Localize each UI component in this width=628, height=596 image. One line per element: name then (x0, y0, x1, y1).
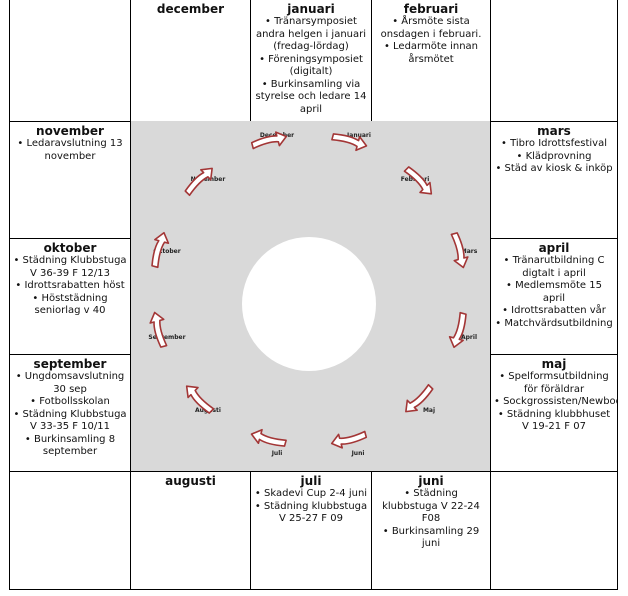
grid-line-h4 (9, 471, 618, 472)
month-title: juli (300, 474, 322, 488)
wheel-month-label: Mars (461, 248, 478, 255)
month-title: april (538, 241, 570, 255)
list-item: Ledarmöte innan årsmötet (375, 41, 487, 66)
cycle-arrow (250, 428, 287, 447)
list-item: Idrottsrabatten vår (494, 305, 614, 318)
month-title: september (33, 357, 107, 371)
list-item: Medlemsmöte 15 april (494, 280, 614, 305)
month-title: juni (418, 474, 444, 488)
cell-september: september Ungdomsavslutning 30 sep Fotbo… (10, 355, 130, 471)
grid-line-v3b (250, 471, 251, 590)
cell-juni: juni Städning klubbstuga V 22-24 F08 Bur… (372, 472, 490, 589)
list-item: Höststädning seniorlag v 40 (13, 293, 127, 318)
wheel-month-label: Juli (271, 450, 283, 457)
list-item: Ungdomsavslutning 30 sep (13, 371, 127, 396)
grid-line-v6 (617, 0, 618, 590)
cell-november: november Ledaravslutning 13 november (10, 122, 130, 238)
cycle-arrow (149, 311, 168, 348)
list-item: Städning klubbhuset V 19-21 F 07 (494, 409, 614, 434)
cycle-arrow (331, 133, 368, 152)
year-wheel: JanuariFebruariMarsAprilMajJuniJuliAugus… (148, 131, 478, 457)
wheel-month-label: April (461, 334, 477, 341)
grid-line-h3b (490, 354, 618, 355)
list-item: Matchvärdsutbildning (494, 318, 614, 331)
cell-augusti: augusti (131, 472, 250, 589)
grid-line-v4 (371, 0, 372, 121)
cell-oktober: oktober Städning Klubbstuga V 36-39 F 12… (10, 239, 130, 354)
wheel-month-label: Januari (346, 132, 371, 139)
month-title: mars (537, 124, 571, 138)
grid-line-v4b (371, 471, 372, 590)
list-item: Burkinsamling 29 juni (375, 526, 487, 551)
list-item: Föreningsymposiet (digitalt) (254, 54, 368, 79)
month-title: november (36, 124, 104, 138)
grid-line-v2 (130, 0, 131, 590)
list-item: Städning Klubbstuga V 33-35 F 10/11 (13, 409, 127, 434)
list-item: Tränarsymposiet andra helgen i januari (… (254, 16, 368, 54)
cell-mars: mars Tibro Idrottsfestival Klädprovning … (491, 122, 617, 238)
cycle-arrow (450, 232, 469, 269)
month-title: oktober (43, 241, 97, 255)
month-title: december (156, 2, 225, 16)
list-item: Årsmöte sista onsdagen i februari. (375, 16, 487, 41)
grid-line-h3 (9, 354, 131, 355)
list-item: Klädprovning (494, 151, 614, 164)
list-item: Städning klubbstuga V 25-27 F 09 (254, 501, 368, 526)
month-title: maj (541, 357, 567, 371)
list-item: Städ av kiosk & inköp (494, 163, 614, 176)
list-item: Tränarutbildning C digtalt i april (494, 255, 614, 280)
cycle-arrow (403, 166, 433, 195)
grid-line-h5 (9, 589, 618, 590)
grid-line-h2b (490, 238, 618, 239)
wheel-month-label: September (148, 334, 185, 341)
wheel-month-label: November (191, 176, 226, 183)
list-item: Sockgrossisten/Newbody (494, 396, 617, 409)
list-item: Spelformsutbildning för föräldrar (494, 371, 614, 396)
list-item: Städning klubbstuga V 22-24 F08 (375, 488, 487, 526)
list-item: Tibro Idrottsfestival (494, 138, 614, 151)
month-title: augusti (165, 474, 216, 488)
wheel-month-label: Oktober (153, 248, 180, 255)
cycle-arrow (330, 430, 368, 449)
list-item: Städning Klubbstuga V 36-39 F 12/13 (13, 255, 127, 280)
cycle-arrow (185, 385, 215, 414)
list-item: Idrottsrabatten höst (13, 280, 127, 293)
cell-december: december (131, 0, 250, 121)
list-item: Burkinsamling via styrelse och ledare 14… (254, 79, 368, 117)
cycle-arrow (448, 311, 467, 349)
wheel-month-label: Maj (423, 407, 435, 414)
wheel-month-label: Juni (351, 450, 365, 457)
list-item: Fotbollsskolan (13, 396, 127, 409)
month-title: februari (403, 2, 459, 16)
grid-line-v5 (490, 0, 491, 590)
cell-april: april Tränarutbildning C digtalt i april… (491, 239, 617, 354)
list-item: Ledaravslutning 13 november (13, 138, 127, 163)
cycle-arrow (151, 231, 170, 269)
list-item: Skadevi Cup 2-4 juni (254, 488, 368, 501)
cell-maj: maj Spelformsutbildning för föräldrar So… (491, 355, 617, 471)
wheel-center-circle (242, 237, 376, 371)
month-title: januari (287, 2, 335, 16)
cell-februari: februari Årsmöte sista onsdagen i februa… (372, 0, 490, 121)
grid-line-h2 (9, 238, 131, 239)
grid-line-v1 (9, 0, 10, 590)
grid-line-v3 (250, 0, 251, 121)
cycle-arrow (405, 383, 434, 413)
cycle-arrow (250, 131, 288, 150)
list-item: Burkinsamling 8 september (13, 434, 127, 459)
cell-juli: juli Skadevi Cup 2-4 juni Städning klubb… (251, 472, 371, 589)
cell-januari: januari Tränarsymposiet andra helgen i j… (251, 0, 371, 121)
cycle-arrow (184, 167, 213, 197)
